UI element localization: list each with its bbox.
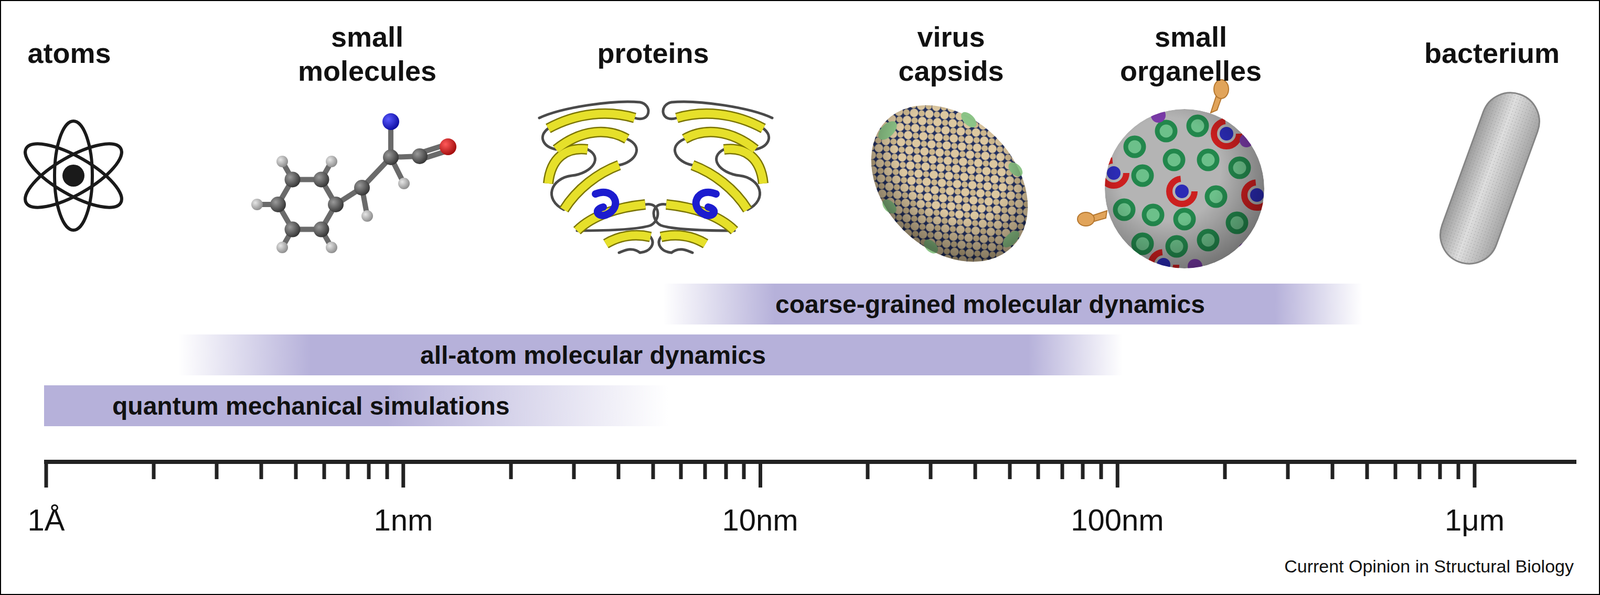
scale-category: bacterium [1413,36,1571,71]
method-band: coarse-grained molecular dynamics [663,283,1363,325]
method-band: all-atom molecular dynamics [178,334,1123,376]
scale-category: proteins [574,36,732,71]
band-label: all-atom molecular dynamics [420,340,766,370]
band-label: quantum mechanical simulations [112,391,510,421]
scale-category: small molecules [288,19,446,89]
axis-tick-label: 1μm [1411,502,1538,539]
log-scale-axis [44,460,1577,488]
bacterium-icon [1432,84,1548,272]
scale-category: atoms [6,36,133,71]
molecule-model [251,113,457,254]
axis-tick-label: 100nm [1054,502,1181,539]
axis-tick-label: 10nm [697,502,824,539]
atom-icon [16,121,131,231]
scale-category: small organelles [1112,19,1270,89]
capsid-model [839,73,1059,293]
journal-credit: Current Opinion in Structural Biology [1101,556,1574,578]
axis-tick-label: 1Å [4,502,89,539]
axis-tick-label: 1nm [340,502,467,539]
method-band: quantum mechanical simulations [44,385,669,427]
scale-category: virus capsids [882,19,1020,89]
organelle-model [1077,79,1270,278]
protein-ribbon [539,101,773,253]
band-label: coarse-grained molecular dynamics [775,290,1205,319]
